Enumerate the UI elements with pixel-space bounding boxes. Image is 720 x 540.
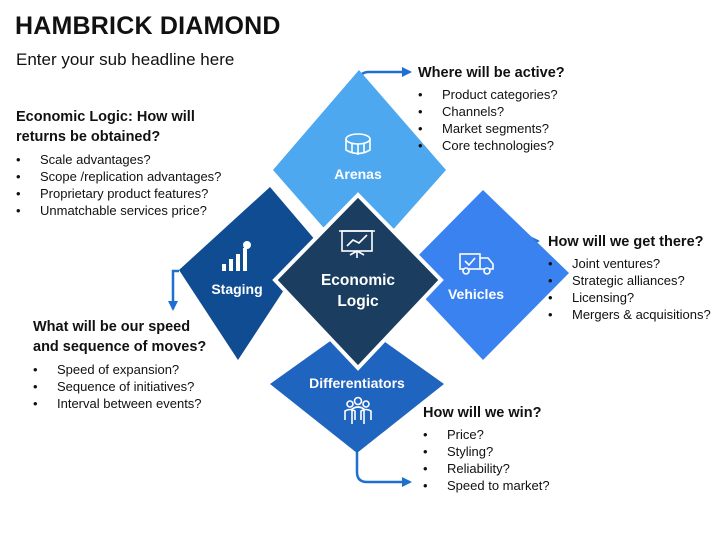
list-item: Strategic alliances? (548, 272, 711, 289)
page-subtitle: Enter your sub headline here (16, 50, 235, 69)
list-item: Scale advantages? (16, 151, 221, 168)
differentiators-question: How will we win? (423, 405, 542, 421)
list-item: Speed of expansion? (33, 361, 206, 378)
staging-list: Speed of expansion? Sequence of initiati… (33, 361, 206, 412)
list-item: Sequence of initiatives? (33, 378, 206, 395)
list-item: Joint ventures? (548, 255, 711, 272)
list-item: Unmatchable services price? (16, 202, 221, 219)
segment-arenas[interactable] (273, 70, 446, 268)
presentation-chart-icon (339, 230, 375, 258)
segment-label-differentiators: Differentiators (309, 375, 405, 391)
economic-logic-title-line1: Economic Logic: How will (16, 109, 195, 125)
stadium-icon (345, 133, 371, 155)
differentiators-block: How will we win? Price? Styling? Reliabi… (423, 403, 550, 494)
arenas-question: Where will be active? (418, 65, 565, 81)
page-title: HAMBRICK DIAMOND (15, 12, 281, 40)
vehicles-list: Joint ventures? Strategic alliances? Lic… (548, 255, 711, 323)
center-diamond[interactable] (272, 192, 444, 371)
arrow-staging (168, 269, 179, 311)
arrow-differentiators (355, 445, 412, 487)
list-item: Channels? (418, 103, 565, 120)
segment-differentiators[interactable] (270, 322, 444, 453)
growth-chart-icon (222, 241, 251, 271)
staging-question-line2: and sequence of moves? (33, 339, 207, 356)
arenas-list: Product categories? Channels? Market seg… (418, 86, 565, 154)
list-item: Product categories? (418, 86, 565, 103)
vehicles-question: How will we get there? (548, 234, 704, 250)
list-item: Core technologies? (418, 137, 565, 154)
economic-logic-block: Economic Logic: How will returns be obta… (16, 107, 221, 219)
arenas-block: Where will be active? Product categories… (418, 63, 565, 154)
center-label-line1: Economic (321, 272, 395, 289)
list-item: Scope /replication advantages? (16, 168, 221, 185)
list-item: Market segments? (418, 120, 565, 137)
list-item: Licensing? (548, 289, 711, 306)
list-item: Reliability? (423, 460, 550, 477)
segment-staging[interactable] (179, 187, 316, 360)
economic-logic-list: Scale advantages? Scope /replication adv… (16, 151, 221, 219)
segment-label-staging: Staging (211, 281, 262, 297)
economic-logic-title: Economic Logic: How will returns be obta… (16, 107, 221, 148)
segment-vehicles[interactable] (401, 190, 569, 360)
segment-label-vehicles: Vehicles (448, 286, 504, 302)
differentiators-list: Price? Styling? Reliability? Speed to ma… (423, 426, 550, 494)
economic-logic-title-line2: returns be obtained? (16, 129, 161, 146)
center-label-line2: Logic (337, 293, 379, 310)
staging-question-line1: What will be our speed (33, 319, 191, 335)
staging-block: What will be our speed and sequence of m… (33, 317, 206, 412)
list-item: Mergers & acquisitions? (548, 306, 711, 323)
vehicles-block: How will we get there? Joint ventures? S… (548, 232, 711, 323)
list-item: Interval between events? (33, 395, 206, 412)
list-item: Speed to market? (423, 477, 550, 494)
staging-question: What will be our speed and sequence of m… (33, 317, 206, 358)
list-item: Proprietary product features? (16, 185, 221, 202)
segment-label-arenas: Arenas (334, 166, 382, 182)
list-item: Price? (423, 426, 550, 443)
team-icon (344, 396, 372, 424)
list-item: Styling? (423, 443, 550, 460)
delivery-truck-icon (459, 253, 494, 275)
